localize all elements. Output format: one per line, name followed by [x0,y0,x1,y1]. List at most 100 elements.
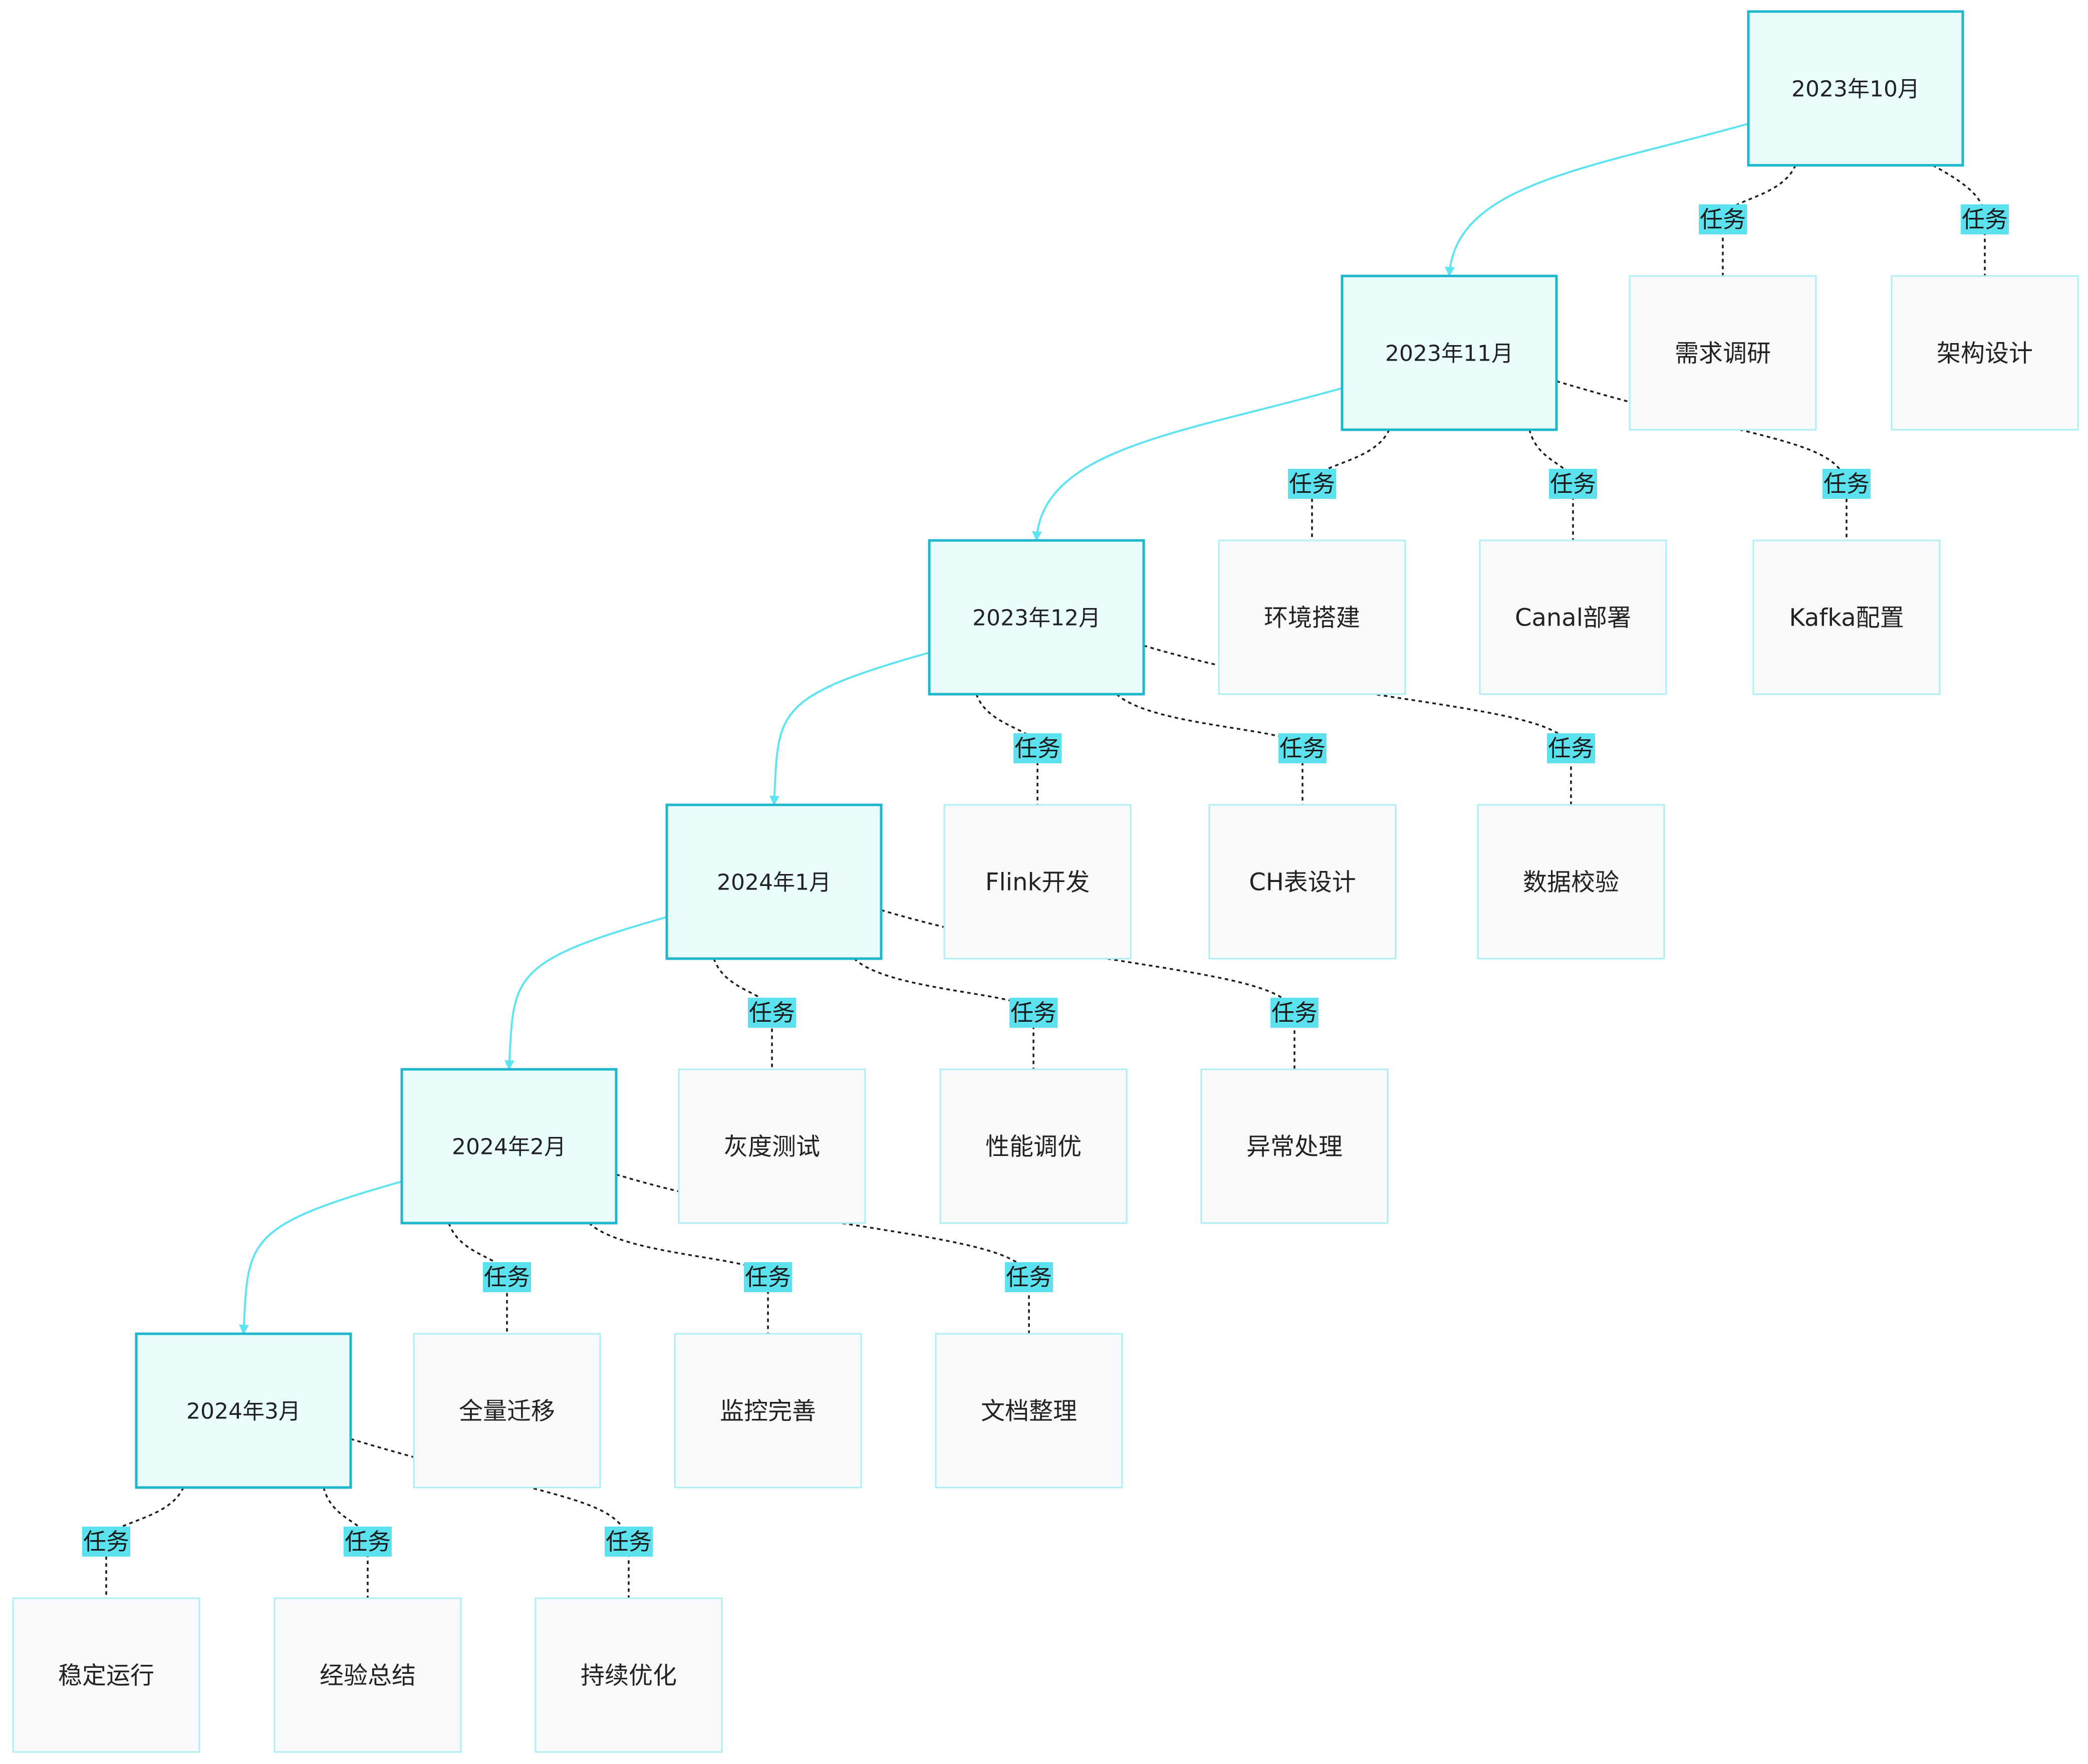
month-node-label: 2024年2月 [452,1134,566,1160]
task-edge-label-bg [483,1262,531,1292]
task-node-label: 全量迁移 [459,1397,555,1425]
month-node-box [135,1332,352,1489]
task-edge-label-text: 任务 [1279,735,1326,762]
task-edge-label-bg [1288,469,1336,499]
task-node: 持续优化 [535,1597,723,1753]
month-node: 2024年2月 [400,1068,618,1225]
task-node: 监控完善 [674,1333,862,1489]
task-node: 全量迁移 [413,1333,601,1489]
task-edge-label: 任务 [1699,204,1747,234]
task-node-label: 异常处理 [1246,1133,1343,1161]
task-node-label: 经验总结 [320,1662,416,1690]
month-node-label: 2023年10月 [1791,77,1920,102]
task-edge-label: 任务 [1288,469,1336,499]
task-node-box [935,1333,1123,1489]
task-node-box [1629,275,1817,431]
task-edge-label-text: 任务 [745,1264,791,1291]
task-node-box [1208,804,1397,960]
task-edge-label: 任务 [1549,469,1597,499]
task-node: Flink开发 [943,804,1132,960]
task-node-box [1479,539,1667,695]
month-flow-arrow [1032,387,1343,541]
task-edge-label-text: 任务 [606,1528,652,1555]
task-edge-label-text: 任务 [1548,735,1594,762]
task-edge-label: 任务 [1822,469,1871,499]
month-flow-arrow [504,916,667,1070]
task-node-label: 架构设计 [1937,340,2033,368]
month-node: 2024年1月 [665,803,883,960]
task-node-label: 持续优化 [581,1662,677,1690]
task-edge-label: 任务 [82,1527,130,1557]
month-node: 2023年12月 [928,539,1145,696]
task-edge-label: 任务 [748,998,796,1028]
task-edge-label-bg [1013,733,1062,763]
month-flow-arrow [1445,123,1749,277]
month-node-box [1341,274,1558,431]
task-edge-label: 任务 [605,1527,653,1557]
task-node-label: 环境搭建 [1264,604,1360,632]
task-node-box [535,1597,723,1753]
task-edge-label: 任务 [744,1262,792,1292]
task-node: 环境搭建 [1218,539,1406,695]
month-node: 2023年10月 [1747,10,1964,167]
task-node-box [12,1597,200,1753]
task-edge-label-bg [1009,998,1058,1028]
task-node: Kafka配置 [1752,539,1941,695]
task-node-label: 需求调研 [1675,340,1771,368]
task-edge-label-bg [1822,469,1871,499]
task-node: 灰度测试 [678,1068,866,1224]
task-edge-label-text: 任务 [749,999,795,1026]
task-connector [853,958,1034,1069]
task-connector [1528,429,1574,540]
task-edge-label-text: 任务 [1700,206,1746,233]
task-node: 稳定运行 [12,1597,200,1753]
task-edge-label-bg [1270,998,1319,1028]
task-edge-label-bg [1961,204,2009,234]
task-edge-label-bg [82,1527,130,1557]
task-edge-label: 任务 [1005,1262,1053,1292]
month-node-label: 2023年11月 [1385,341,1513,367]
task-node: 架构设计 [1891,275,2079,431]
month-node-box [400,1068,618,1225]
month-node-box [928,539,1145,696]
task-edge-label: 任务 [344,1527,392,1557]
task-edge-label: 任务 [1547,733,1595,763]
task-edge-label-bg [1005,1262,1053,1292]
task-edge-label: 任务 [1278,733,1327,763]
task-edge-label-bg [1278,733,1327,763]
task-edge-label-bg [1547,733,1595,763]
task-node-box [1752,539,1941,695]
task-edge-label: 任务 [1009,998,1058,1028]
task-node: Canal部署 [1479,539,1667,695]
task-node-label: Flink开发 [985,868,1090,897]
task-connector [588,1222,769,1334]
task-edge-label-text: 任务 [345,1528,391,1555]
task-edge-label: 任务 [1270,998,1319,1028]
task-node: 经验总结 [274,1597,462,1753]
month-node-label: 2024年1月 [717,870,831,896]
month-node-box [665,803,883,960]
task-edge-label-text: 任务 [1271,999,1318,1026]
task-edge-label-text: 任务 [1823,470,1870,497]
month-flow-arrow [769,652,930,806]
month-node: 2023年11月 [1341,274,1558,431]
task-node-label: 监控完善 [720,1397,816,1425]
task-edge-label-text: 任务 [1010,999,1057,1026]
task-node-box [1891,275,2079,431]
task-node-label: 性能调优 [985,1133,1082,1161]
task-connector [975,694,1038,805]
task-edge-label-bg [1549,469,1597,499]
task-node: 数据校验 [1477,804,1665,960]
task-edge-label-bg [1699,204,1747,234]
task-node-box [1218,539,1406,695]
task-edge-label-bg [748,998,796,1028]
task-node-label: 文档整理 [981,1397,1077,1425]
task-node: 需求调研 [1629,275,1817,431]
task-edge-label-text: 任务 [1962,206,2008,233]
task-node-box [939,1068,1128,1224]
month-node-box [1747,10,1964,167]
task-connector [1932,164,1986,276]
task-edge-label-bg [344,1527,392,1557]
task-node-box [1200,1068,1389,1224]
